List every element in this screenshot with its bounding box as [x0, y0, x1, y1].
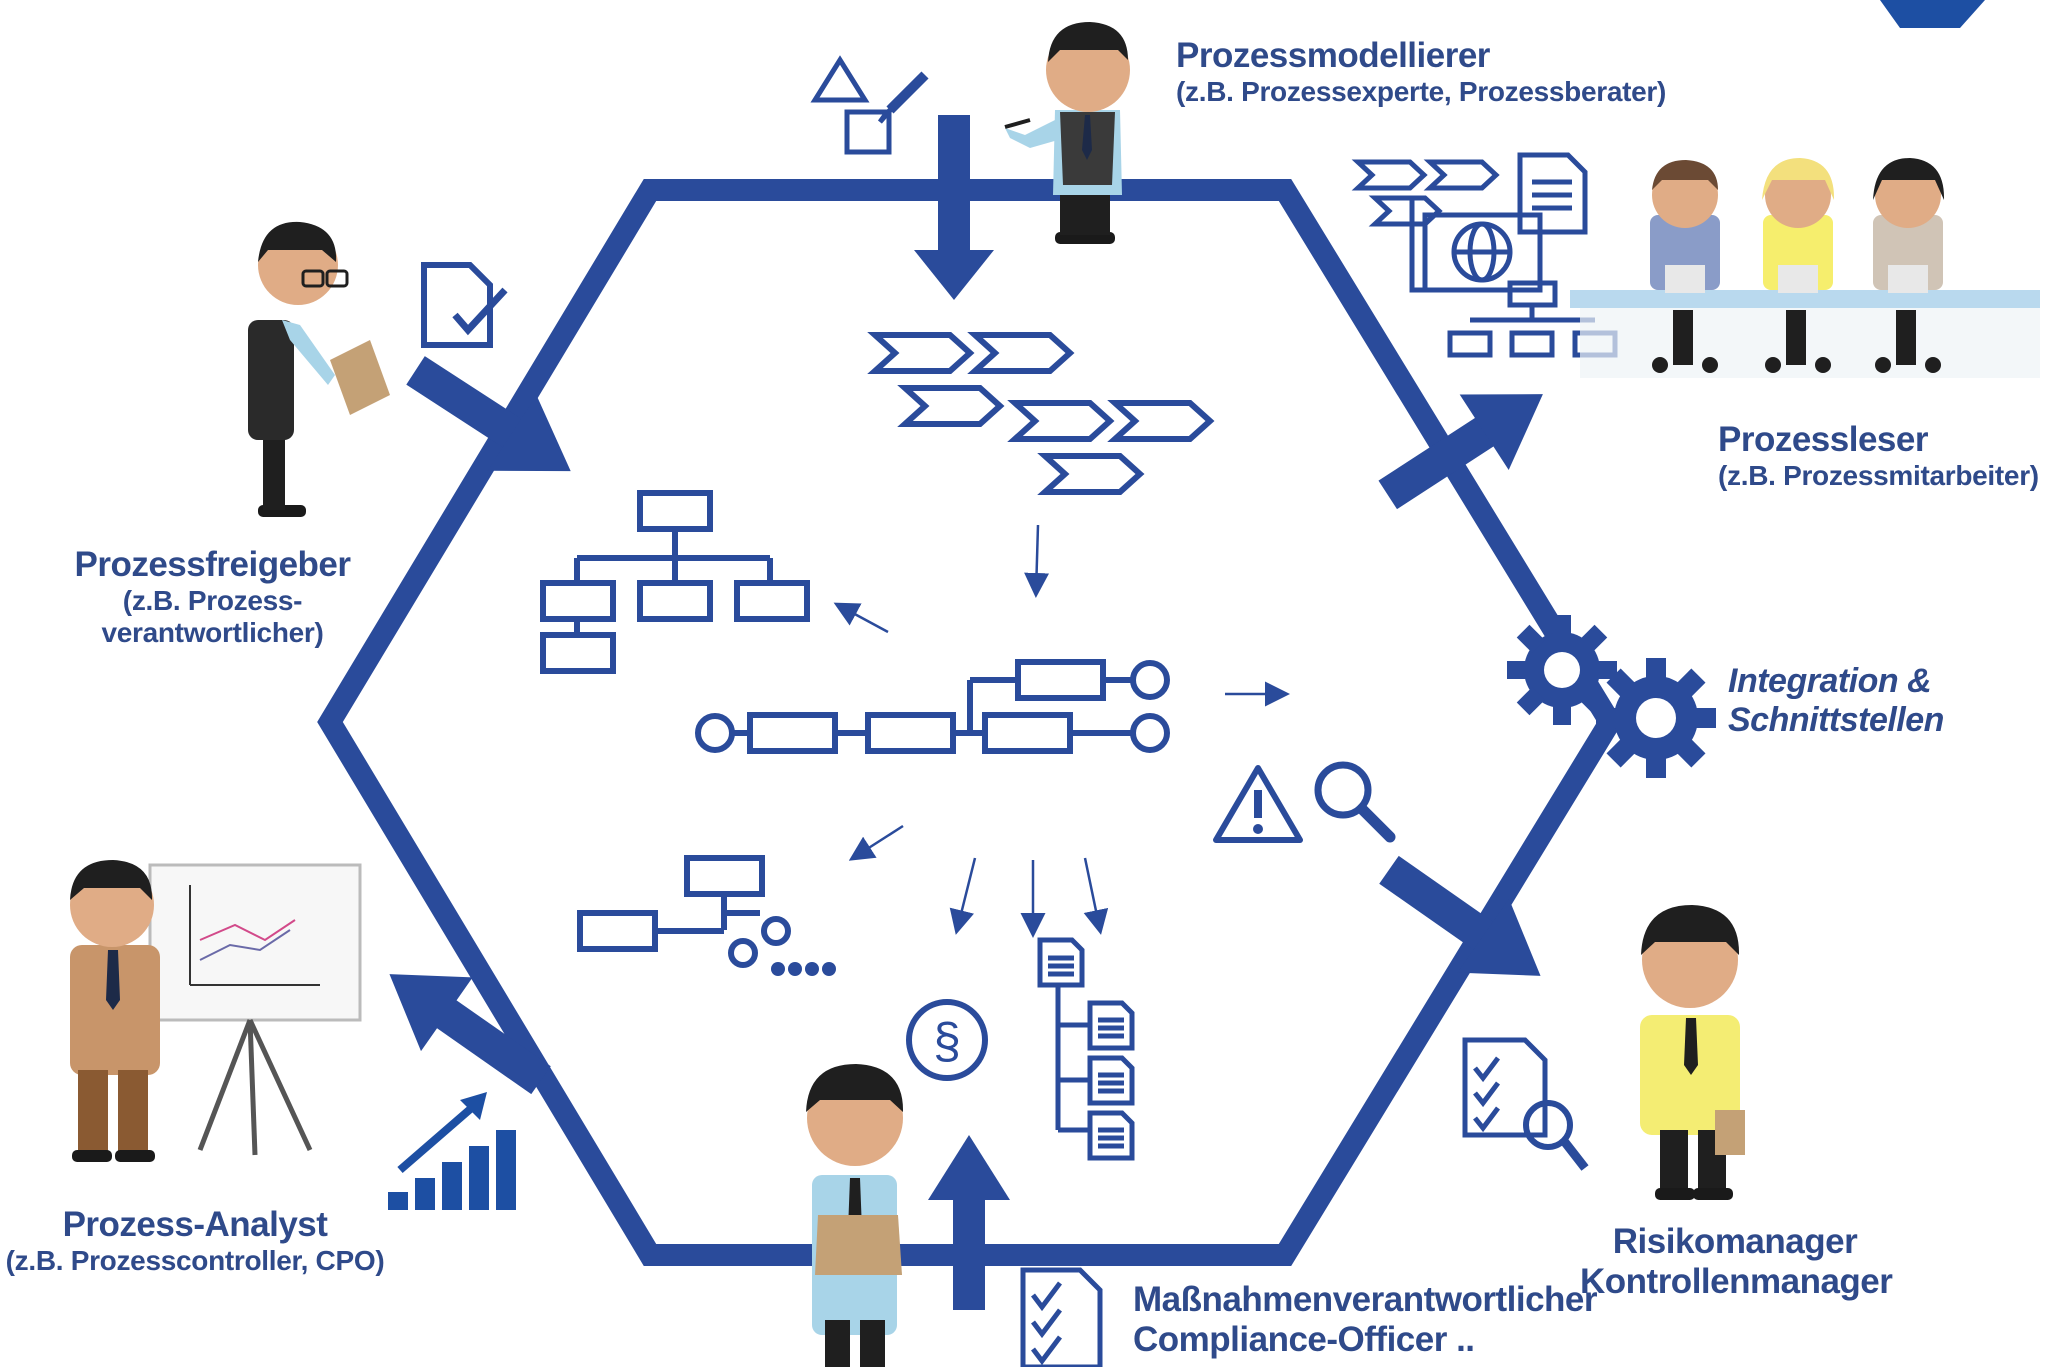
- modeler-subtitle: (z.B. Prozessexperte, Prozessberater): [1176, 76, 1667, 108]
- risk-manager-figure: [1640, 905, 1745, 1200]
- readers-table-figure: [1570, 158, 2040, 378]
- risk-line1: Risikomanager: [1612, 1222, 1858, 1261]
- risk-line2: Kontrollenmanager: [1580, 1262, 1893, 1302]
- arrow-reader-out: [1378, 394, 1543, 510]
- modeler-label: Prozessmodellierer (z.B. Prozessexperte,…: [1176, 36, 1666, 108]
- document-check-icon: [421, 262, 508, 348]
- approver-subtitle-line1: (z.B. Prozess-: [122, 585, 303, 617]
- reader-title: Prozessleser: [1718, 420, 1928, 459]
- org-chart-icon: [540, 490, 810, 674]
- arrow-compliance-in: [928, 1135, 1010, 1310]
- magnifier-icon: [1314, 761, 1396, 843]
- dots-icon: [771, 962, 836, 976]
- compliance-line1: Maßnahmenverantwortlicher: [1133, 1280, 1598, 1319]
- integration-line2: Schnittstellen: [1728, 701, 1944, 740]
- compliance-label: Maßnahmenverantwortlicher Compliance-Off…: [1133, 1280, 1598, 1361]
- process-flow-icon: [695, 659, 1170, 754]
- arrow-risk-out: [1379, 855, 1541, 976]
- approver-label: Prozessfreigeber (z.B. Prozess- verantwo…: [50, 545, 375, 650]
- arrow-approver-in: [406, 356, 571, 472]
- analyst-title: Prozess-Analyst: [62, 1205, 328, 1244]
- reader-subtitle: (z.B. Prozessmitarbeiter): [1718, 460, 2039, 492]
- paragraph-icon: §: [906, 999, 988, 1081]
- gears-icon: [1507, 615, 1716, 778]
- reader-label: Prozessleser (z.B. Prozessmitarbeiter): [1718, 420, 2039, 492]
- shape-pencil-icon: [810, 55, 929, 155]
- checklist-search-icon: [1462, 1037, 1589, 1171]
- modeler-figure: [1004, 22, 1130, 244]
- document-tree-icon: [1037, 937, 1135, 1161]
- corner-accent: [1880, 0, 1985, 28]
- thin-arrows: [833, 524, 1290, 938]
- risk-label: Risikomanager Kontrollenmanager: [1580, 1222, 1893, 1303]
- compliance-figure: [806, 1064, 904, 1367]
- warning-icon: [1213, 765, 1303, 843]
- analyst-subtitle: (z.B. Prozesscontroller, CPO): [5, 1245, 385, 1277]
- arrow-modeler-in: [914, 115, 994, 300]
- svg-text:§: §: [933, 1013, 961, 1069]
- approver-subtitle-line2: verantwortlicher): [101, 617, 324, 649]
- integration-line1: Integration &: [1728, 662, 1932, 700]
- analyst-label: Prozess-Analyst (z.B. Prozesscontroller,…: [5, 1205, 385, 1277]
- checklist-icon: [1020, 1267, 1103, 1370]
- arrow-analyst-out: [389, 974, 551, 1095]
- integration-label: Integration & Schnittstellen: [1728, 662, 1944, 740]
- approver-figure: [248, 221, 390, 517]
- process-hexagon: [317, 179, 1623, 1266]
- growth-bars-icon: [388, 1092, 516, 1210]
- process-chevrons-icon: [867, 332, 1215, 495]
- approver-title: Prozessfreigeber: [74, 545, 351, 584]
- process-system-icon: [1351, 152, 1618, 358]
- analyst-figure: [70, 860, 362, 1162]
- system-chart-icon: [577, 855, 791, 968]
- modeler-title: Prozessmodellierer: [1176, 36, 1490, 75]
- compliance-line2: Compliance-Officer ..: [1133, 1320, 1475, 1360]
